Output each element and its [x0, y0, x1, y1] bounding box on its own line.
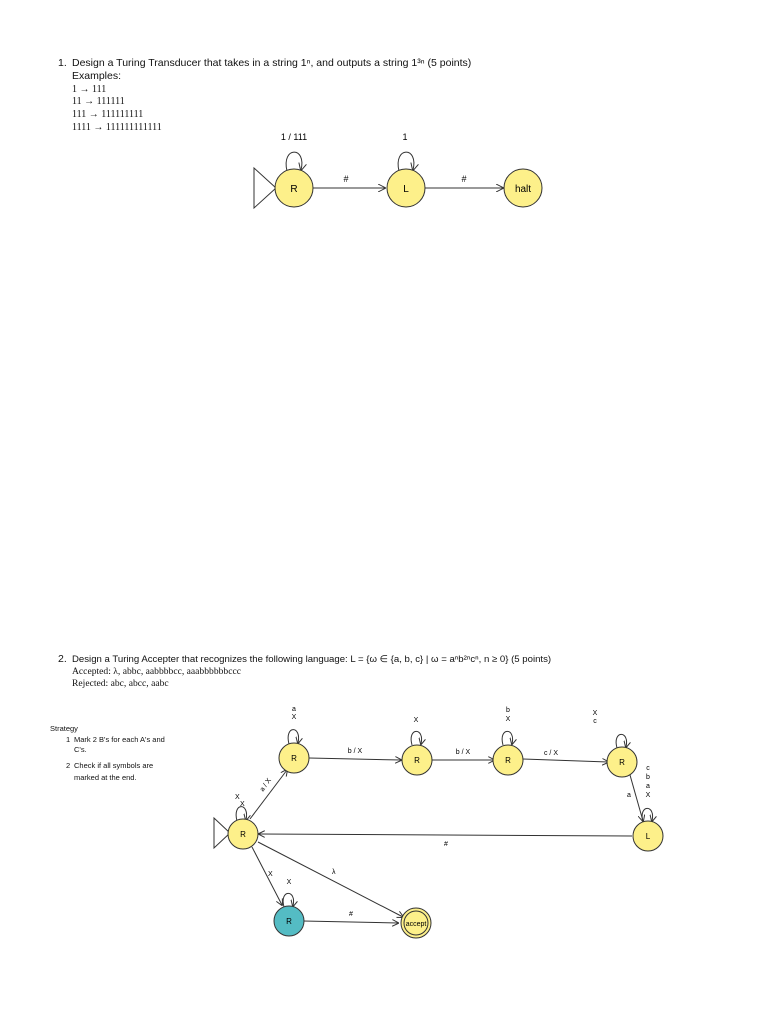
state-s4: [606, 746, 638, 778]
loop-s4-label-1: X: [593, 710, 598, 717]
loop-s1-label-1: a: [292, 706, 296, 713]
state-s3: [492, 744, 524, 776]
state-teal-label: R: [286, 917, 292, 926]
loop-s4-label-2: c: [593, 718, 597, 725]
state-halt-label: halt: [515, 184, 531, 195]
edge-s1-s2-label: b / X: [348, 748, 363, 755]
state-s2-label: R: [414, 756, 420, 765]
question-1-prompt: Design a Turing Transducer that takes in…: [72, 57, 472, 69]
loop-s1-label-2: X: [292, 714, 297, 721]
loop-s3-label-1: b: [506, 707, 510, 714]
edge-teal-accept: [302, 921, 398, 923]
state-accept-inner: [403, 910, 429, 936]
edge-s4-l: [629, 774, 643, 821]
edge-s1-s2: [308, 758, 401, 760]
state-s4-label: R: [619, 758, 625, 767]
example-3: 111 → 111111111: [72, 109, 144, 120]
loop-start-label-2: X: [240, 801, 245, 808]
edge-s4-l-label: a: [627, 792, 631, 799]
state-teal: [273, 905, 305, 937]
state-l-label: L: [403, 184, 409, 195]
state-s3-label: R: [505, 756, 511, 765]
edge-start-teal: [251, 846, 282, 905]
question-1-number: 1.: [58, 57, 67, 69]
state-start-label: R: [240, 830, 246, 839]
edge-s2-s3-label: b / X: [456, 749, 471, 756]
question-2-prompt: Design a Turing Accepter that recognizes…: [72, 654, 552, 665]
state-l: [386, 168, 426, 208]
strategy-item-1-num: 1: [66, 735, 71, 744]
example-2: 11 → 111111: [72, 96, 125, 107]
edge-start-teal-label: X: [268, 871, 273, 878]
state-r-label: R: [290, 184, 297, 195]
loop-l: [397, 151, 414, 171]
state-s1: [278, 742, 310, 774]
edge-start-accept: [257, 841, 403, 917]
state-accept-label: accept: [406, 921, 427, 928]
loop-s1: [287, 729, 298, 744]
loop-s3: [501, 730, 512, 745]
strategy-item-2-line-1: Check if all symbols are: [74, 761, 154, 770]
start-marker: [253, 166, 277, 210]
loop-s2-label: X: [414, 717, 419, 724]
strategy-item-2-line-2: marked at the end.: [74, 773, 137, 782]
examples-label: Examples:: [72, 70, 122, 82]
state-halt: [503, 168, 543, 208]
accepter-diagram: a / X b / X b / X c / X a # X λ # X X a …: [213, 706, 664, 939]
state-r: [274, 168, 314, 208]
state-accept-outer: [400, 907, 432, 939]
edge-s3-s4-label: c / X: [544, 750, 558, 757]
rejected-line: Rejected: abc, abcc, aabc: [72, 678, 169, 689]
state-s1-label: R: [291, 754, 297, 763]
loop-r-label: 1 / 111: [281, 132, 307, 142]
edge-start-accept-label: λ: [332, 869, 336, 876]
question-1: 1.: [58, 57, 67, 70]
state-start: [227, 818, 259, 850]
edge-start-s1: [249, 770, 287, 820]
loop-l: [641, 807, 652, 822]
question-2-number: 2.: [58, 653, 67, 665]
example-4: 1111 → 111111111111: [72, 122, 162, 133]
strategy-item-1-line-2: C's.: [74, 745, 87, 754]
start-marker-2: [213, 816, 231, 850]
loop-start-label-1: X: [235, 794, 240, 801]
loop-s3-label-2: X: [506, 716, 511, 723]
loop-l-label-1: c: [646, 765, 650, 772]
loop-l-label-2: b: [646, 774, 650, 781]
loop-r: [285, 151, 302, 171]
state-s2: [401, 744, 433, 776]
edge-l-start: [259, 834, 633, 836]
loop-l-label-3: a: [646, 783, 650, 790]
loop-start: [235, 806, 246, 821]
edge-l-halt-label: #: [461, 174, 466, 184]
strategy-title: Strategy: [50, 724, 78, 733]
example-1: 1 → 111: [72, 84, 107, 95]
edge-l-start-label: #: [444, 841, 448, 848]
loop-l-label-4: X: [646, 792, 651, 799]
loop-teal-label: X: [287, 879, 292, 886]
state-l2-label: L: [646, 832, 651, 841]
edge-r-l-label: #: [343, 174, 348, 184]
loop-s4: [615, 733, 626, 748]
loop-l-label: 1: [402, 132, 407, 142]
strategy-item-2-num: 2: [66, 761, 71, 770]
edge-teal-accept-label: #: [349, 911, 353, 918]
transducer-diagram: # # 1 / 111 1 R L halt: [253, 132, 543, 210]
accepted-line: Accepted: λ, abbc, aabbbbcc, aaabbbbbbcc…: [72, 666, 241, 677]
state-l2: [632, 820, 664, 852]
strategy-item-1-line-1: Mark 2 B's for each A's and: [74, 735, 165, 744]
loop-teal: [282, 892, 293, 907]
loop-s2: [410, 730, 421, 745]
edge-s3-s4: [522, 759, 608, 762]
